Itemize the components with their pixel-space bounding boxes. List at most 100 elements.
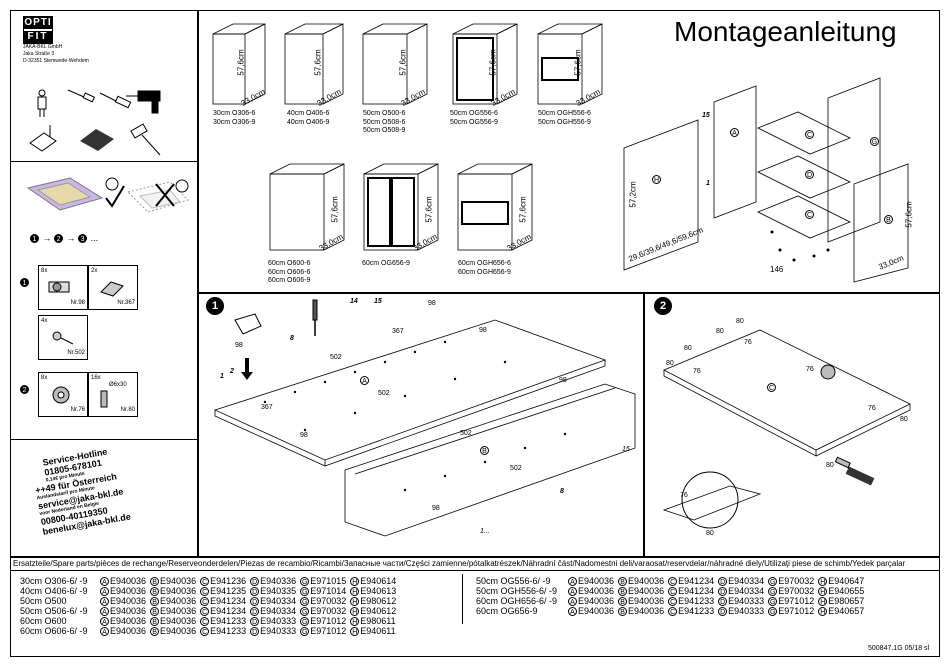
part-code: E940036 <box>110 616 147 626</box>
left-divider-1 <box>10 161 198 162</box>
arrow-right-icon: → <box>42 233 55 243</box>
panel-C-label: C <box>767 383 777 392</box>
parts-model: 50cm O500 <box>20 596 67 606</box>
n80: 80 <box>666 360 674 367</box>
part-letter: G <box>768 607 778 617</box>
panel-A <box>213 319 607 461</box>
part-C-bottom: C <box>805 210 815 219</box>
parts-table <box>10 557 940 657</box>
part-code: E940036 <box>110 576 147 586</box>
brand-logo: OPTI FIT <box>23 16 53 44</box>
model-line: 50cm O508-6 <box>363 118 406 126</box>
model-line: 60cm OGH656-6 <box>458 260 511 267</box>
part-letter: H <box>818 597 828 607</box>
part-code: E940334 <box>260 596 297 606</box>
part-code: E940333 <box>728 606 765 616</box>
part-letter: G <box>300 597 310 607</box>
part-code: E941233 <box>678 606 715 616</box>
part-letter: G <box>300 577 310 587</box>
part-letter: B <box>150 627 160 637</box>
tools-illustration <box>29 89 161 156</box>
part-letter: B <box>150 617 160 627</box>
part-letter: H <box>818 577 828 587</box>
part-letter: B <box>150 597 160 607</box>
label-H: H <box>652 175 661 184</box>
part-code: E970032 <box>778 576 815 586</box>
n2: 2 <box>230 368 234 375</box>
part-code: E940333 <box>728 596 765 606</box>
label-C: C <box>767 383 776 392</box>
step1-drawing <box>213 299 636 537</box>
part-code: E940334 <box>728 576 765 586</box>
part-A: A <box>730 128 740 137</box>
part-code: E940036 <box>628 576 665 586</box>
cam-lock-icon <box>820 364 836 380</box>
part-code: E940036 <box>160 616 197 626</box>
hw-box-80: 16x Ø6x30 Nr.80 <box>88 372 138 417</box>
part-15: 15 <box>702 112 710 119</box>
part-letter: D <box>718 607 728 617</box>
hammer-icon <box>845 466 875 486</box>
part-letter: B <box>150 607 160 617</box>
n80: 80 <box>684 345 692 352</box>
part-code: E940333 <box>260 626 297 636</box>
part-letter: D <box>250 617 260 627</box>
step2-badge: 2 <box>654 297 672 315</box>
exploded-view <box>623 77 909 283</box>
part-code: E971012 <box>778 606 815 616</box>
part-code: E940336 <box>260 576 297 586</box>
door-panel <box>623 119 699 271</box>
part-G: G <box>870 137 880 146</box>
parts-model: 30cm O306-6/ -9 <box>20 576 88 586</box>
part-letter: A <box>100 577 109 587</box>
part-letter: G <box>300 587 310 597</box>
n502: 502 <box>330 354 342 361</box>
part-code: E941235 <box>210 586 247 596</box>
part-letter: C <box>200 577 210 587</box>
part-letter: C <box>668 597 678 607</box>
hw-qty: 4x <box>41 318 48 324</box>
footer-code: 500847.1G 05/18 sl <box>868 645 930 652</box>
part-letter: A <box>568 597 577 607</box>
label-C: C <box>805 210 814 219</box>
n80: 80 <box>716 328 724 335</box>
cabinet-50 <box>362 23 428 105</box>
part-code: E940335 <box>260 586 297 596</box>
part-code: E971014 <box>310 586 347 596</box>
side-height-label: 57,6cm <box>904 201 914 228</box>
cross-icon <box>155 183 175 207</box>
bottom-panel <box>757 195 851 239</box>
part-code: E941236 <box>210 576 247 586</box>
parts-column-rule <box>462 574 463 624</box>
part-code: E970032 <box>778 586 815 596</box>
step-sequence: 1 → 2 → 3 ... <box>30 233 98 244</box>
part-code: E940333 <box>260 616 297 626</box>
part-letter: A <box>568 607 577 617</box>
label-G: G <box>870 137 879 146</box>
n76: 76 <box>680 492 688 499</box>
part-146: 146 <box>770 265 784 274</box>
part-letter: B <box>618 587 628 597</box>
step2-drawing <box>662 329 911 529</box>
n80: 80 <box>706 530 714 537</box>
part-letter: C <box>668 607 678 617</box>
part-code: E940036 <box>110 606 147 616</box>
parts-model: 50cm OG556-6/ -9 <box>476 576 551 586</box>
part-code: E941234 <box>210 606 247 616</box>
step1-badge: 1 <box>206 297 224 315</box>
n367: 367 <box>392 328 404 335</box>
